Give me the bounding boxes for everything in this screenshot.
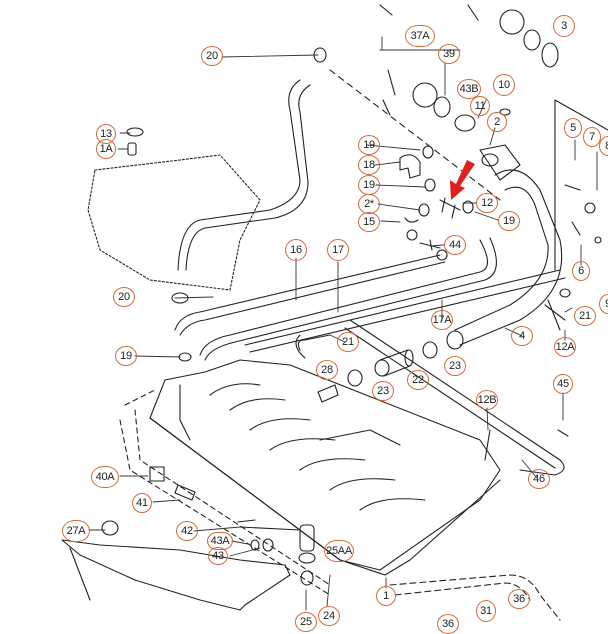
callout-22[interactable]: 22 <box>407 370 429 390</box>
callout-12b[interactable]: 12B <box>476 390 498 410</box>
callout-1[interactable]: 1 <box>376 586 396 606</box>
fuel-tank <box>119 359 501 596</box>
callout-31[interactable]: 31 <box>476 600 496 622</box>
callout-11[interactable]: 11 <box>470 96 490 116</box>
callout-7[interactable]: 7 <box>583 127 601 147</box>
callout-25aa[interactable]: 25AA <box>324 540 354 562</box>
callout-41[interactable]: 41 <box>132 493 152 513</box>
clamp-23b <box>422 341 438 359</box>
filler-neck <box>446 144 563 350</box>
callout-15[interactable]: 15 <box>358 212 380 232</box>
callout-20-left[interactable]: 20 <box>113 287 135 307</box>
callout-23-right[interactable]: 23 <box>444 356 466 376</box>
callout-46[interactable]: 46 <box>528 469 550 489</box>
callout-19-left[interactable]: 19 <box>115 346 137 366</box>
callout-28[interactable]: 28 <box>316 360 338 380</box>
callout-21-center[interactable]: 21 <box>337 332 359 352</box>
callout-45[interactable]: 45 <box>553 374 573 394</box>
callout-40a[interactable]: 40A <box>91 466 119 488</box>
callout-44[interactable]: 44 <box>444 235 466 255</box>
callout-21-right[interactable]: 21 <box>574 306 596 326</box>
mounting-bracket <box>61 520 291 611</box>
callout-12a[interactable]: 12A <box>554 337 576 357</box>
callout-19-mid[interactable]: 19 <box>358 175 380 195</box>
callout-23-left[interactable]: 23 <box>372 381 394 401</box>
hose-22 <box>374 349 414 377</box>
callout-39[interactable]: 39 <box>438 44 460 64</box>
vent-hoses <box>174 79 566 361</box>
callout-18[interactable]: 18 <box>358 155 380 175</box>
callout-3[interactable]: 3 <box>553 15 575 37</box>
callout-17[interactable]: 17 <box>327 239 349 261</box>
reservoir-outline <box>87 154 261 291</box>
callout-16[interactable]: 16 <box>285 239 307 261</box>
right-fittings <box>544 184 602 437</box>
callout-43b[interactable]: 43B <box>457 79 481 99</box>
callout-6[interactable]: 6 <box>572 261 590 281</box>
callout-36-right[interactable]: 36 <box>508 589 530 609</box>
callout-4[interactable]: 4 <box>511 326 533 346</box>
callout-5[interactable]: 5 <box>564 118 582 138</box>
callout-19-right[interactable]: 19 <box>498 211 520 231</box>
callout-17a[interactable]: 17A <box>431 310 453 330</box>
clamp-23a <box>347 369 363 387</box>
callout-12[interactable]: 12 <box>476 193 498 213</box>
fitting-28 <box>317 384 339 403</box>
callout-42[interactable]: 42 <box>176 521 198 541</box>
cap-assembly <box>379 4 559 132</box>
callout-36-left[interactable]: 36 <box>437 614 459 634</box>
callout-25[interactable]: 25 <box>295 612 317 632</box>
callout-19-top[interactable]: 19 <box>358 135 380 155</box>
callout-1a[interactable]: 1A <box>96 139 116 159</box>
callout-10[interactable]: 10 <box>493 74 515 96</box>
callout-24[interactable]: 24 <box>318 606 340 626</box>
drain-filter <box>149 466 316 586</box>
red-arrow-indicator <box>450 160 475 200</box>
tank-strap <box>344 319 565 476</box>
callout-27a[interactable]: 27A <box>62 520 90 542</box>
callout-20-top[interactable]: 20 <box>201 46 223 66</box>
callout-43a[interactable]: 43A <box>207 532 233 550</box>
callout-37a[interactable]: 37A <box>405 25 435 47</box>
callout-2[interactable]: 2 <box>487 112 507 132</box>
callout-2-star[interactable]: 2* <box>358 194 380 214</box>
